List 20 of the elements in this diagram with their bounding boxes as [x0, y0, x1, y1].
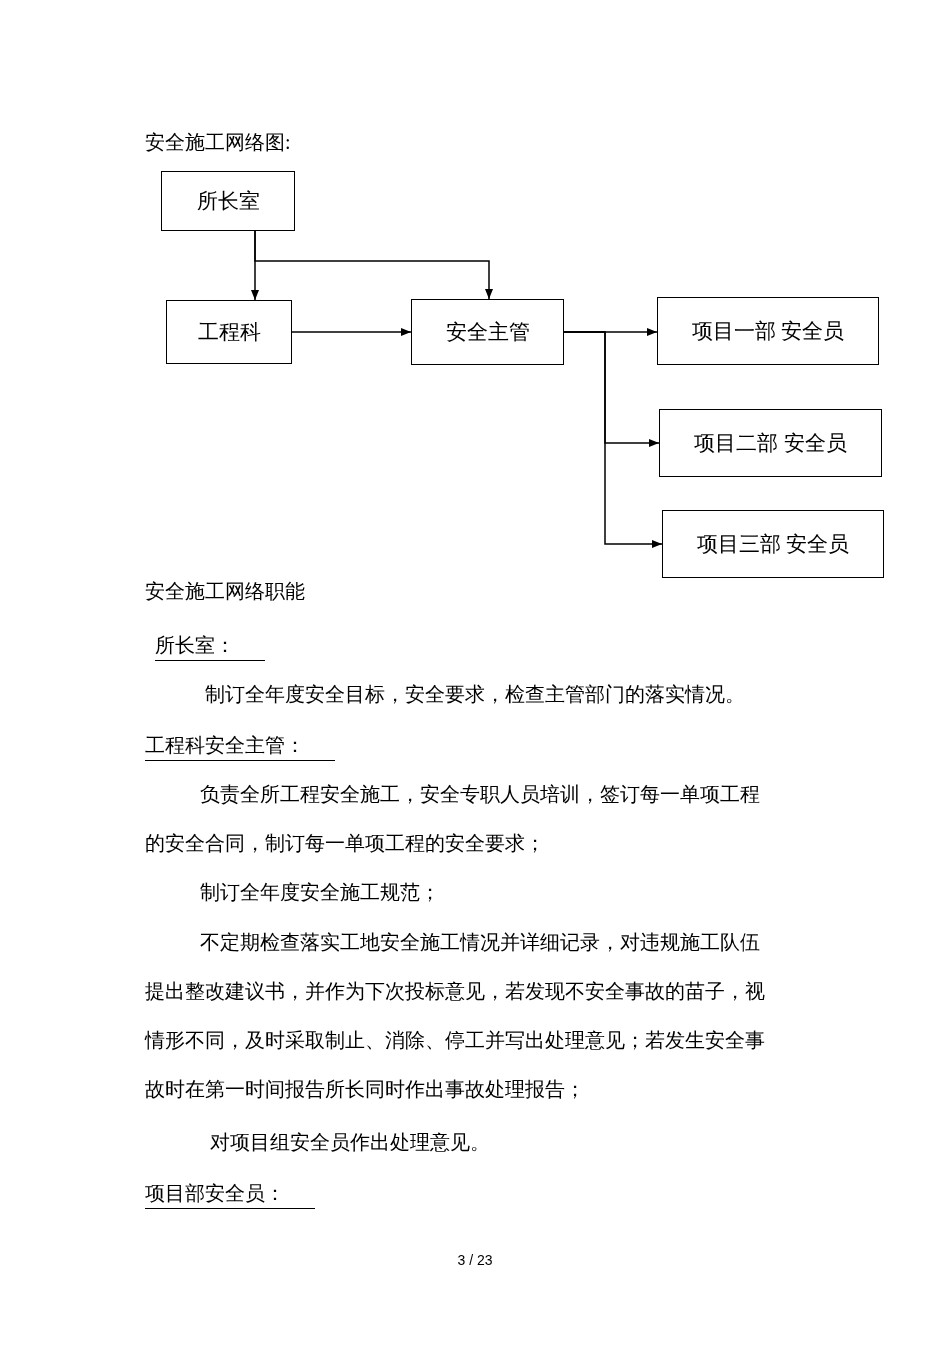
arrow — [291, 327, 412, 337]
body-paragraph: 对项目组安全员作出处理意见。 — [210, 1130, 490, 1155]
body-paragraph: 制订全年度安全施工规范； — [200, 880, 440, 905]
org-box: 工程科 — [166, 300, 292, 364]
page-number: 3 / 23 — [457, 1251, 493, 1270]
org-box: 安全主管 — [411, 299, 564, 365]
section-heading: 安全施工网络职能 — [145, 579, 305, 604]
underlined-heading: 所长室： — [155, 630, 265, 661]
underlined-heading: 工程科安全主管： — [145, 730, 335, 761]
body-paragraph: 负责全所工程安全施工，安全专职人员培训，签订每一单项工程的安全合同，制订每一单项工程的安全要求； — [145, 782, 761, 856]
org-box: 项目二部 安全员 — [659, 409, 882, 477]
diagram-title: 安全施工网络图: — [145, 130, 291, 155]
underlined-heading: 项目部安全员： — [145, 1178, 315, 1209]
org-box: 项目一部 安全员 — [657, 297, 879, 365]
arrow — [254, 230, 494, 300]
arrow — [563, 331, 663, 549]
body-paragraph: 制订全年度安全目标，安全要求，检查主管部门的落实情况。 — [205, 682, 745, 707]
body-paragraph: 不定期检查落实工地安全施工情况并详细记录，对违规施工队伍提出整改建议书，并作为下次投标意见，若发现不安全事故的苗子，视情形不同，及时采取制止、消除、停工并写出处理意见；若发生安全事故时在第一时间报告所长同时作出事故处理报告； — [145, 930, 766, 1102]
org-box: 所长室 — [161, 171, 295, 231]
org-box: 项目三部 安全员 — [662, 510, 884, 578]
